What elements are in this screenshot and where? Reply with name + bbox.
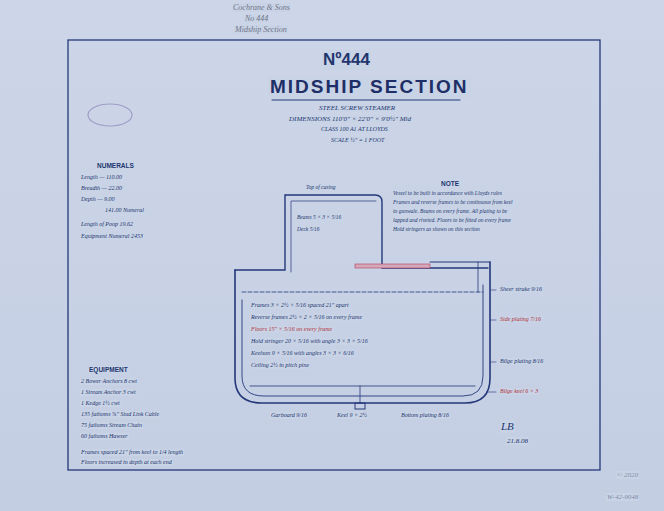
spec-note: Floors increased in depth at each end [80, 459, 173, 466]
leader-line [487, 392, 496, 393]
spec-note: 1 Kedge 1½ cwt [80, 400, 121, 407]
spec-note: SCALE ½" = 1 FOOT [330, 137, 385, 144]
spec-note: Frames 3 × 2½ × 5/16 spaced 21" apart [250, 302, 350, 309]
spec-note: Breadth — 22.00 [80, 185, 123, 192]
floor-line [250, 386, 475, 387]
title-underline [272, 99, 460, 100]
spec-note: Frames and reverse frames to be continuo… [392, 199, 514, 205]
spec-note: Sheer strake 9/16 [499, 286, 543, 293]
spec-note: Equipment Numeral 2453 [80, 233, 144, 240]
keelson [360, 386, 361, 403]
spec-note: Hold stringer 20 × 5/16 with angle 3 × 3… [250, 338, 369, 345]
spec-note: Length — 110.00 [80, 174, 123, 181]
spec-note: Side plating 7/16 [499, 316, 542, 323]
frame-line [242, 285, 483, 396]
spec-note: 1 Stream Anchor 3 cwt [80, 389, 137, 396]
spec-note: 141.00 Numeral [104, 207, 145, 214]
spec-note: lapped and riveted. Floors to be fitted … [392, 217, 512, 223]
pencil-note: Cochrane & Sons [232, 3, 291, 12]
watermark: © 2020 [616, 471, 639, 479]
spec-note: EQUIPMENT [88, 366, 129, 373]
spec-note: CLASS 100 A1 AT LLOYDS [320, 126, 389, 133]
stamp [88, 104, 132, 126]
casing-lining [291, 201, 376, 272]
spec-note: Depth — 9.00 [80, 196, 116, 203]
spec-note: Bottom plating 8/16 [400, 412, 450, 419]
spec-note: Hold stringers as shown on this section [392, 226, 481, 232]
drawing-number: Nº444 [322, 50, 371, 70]
outer-hull [235, 262, 490, 403]
spec-note: Keelson 9 × 5/16 with angles 3 × 3 × 6/1… [250, 350, 355, 357]
spec-note: Bilge plating 8/16 [499, 358, 544, 365]
sheet-title: MIDSHIP SECTION [268, 76, 471, 98]
spec-note: Keel 9 × 2½ [336, 412, 368, 419]
spec-note: Vessel to be built in accordance with Ll… [392, 190, 503, 196]
leader-line [491, 290, 496, 291]
spec-note: Garboard 9/16 [270, 412, 308, 419]
spec-note: NOTE [440, 180, 460, 187]
keel [355, 403, 365, 409]
spec-note: 60 fathoms Hawser [80, 433, 129, 440]
spec-note: Beams 5 × 3 × 5/16 [296, 214, 342, 220]
spec-note: STEEL SCREW STEAMER [318, 104, 396, 112]
leader-line [491, 362, 496, 363]
main-deck [242, 292, 483, 293]
spec-note: Top of casing [305, 184, 336, 190]
pencil-note: No 444 [244, 14, 269, 23]
spec-note: 2 Bower Anchors 8 cwt [80, 378, 138, 385]
spec-note: Length of Poop 19.62 [80, 221, 134, 228]
sheet-border [68, 40, 600, 470]
pencil-note: Midship Section [234, 25, 288, 34]
spec-note: 21.8.08 [506, 437, 529, 445]
leader-line [491, 320, 496, 321]
watermark: W-42-9048 [606, 493, 639, 501]
spec-note: Frames spaced 21" from keel to 1/4 lengt… [80, 449, 184, 456]
spec-note: Reverse frames 2½ × 2 × 5/16 on every fr… [250, 314, 363, 321]
deck-house [235, 195, 488, 270]
spec-note: Ceiling 2½ in pitch pine [250, 362, 310, 369]
spec-note: Floors 15" × 5/16 on every frame [250, 326, 333, 333]
spec-note: LB [500, 420, 515, 433]
spec-note: DIMENSIONS 110'0" × 22'0" × 9'0½" Mld [288, 115, 412, 123]
spec-note: Deck 5/16 [296, 226, 320, 232]
spec-note: to gunwale. Beams on every frame. All pl… [392, 208, 508, 214]
spec-note: 75 fathoms Stream Chain [80, 422, 143, 429]
spec-note: 135 fathoms ⅞" Stud Link Cable [80, 411, 160, 418]
spec-note: NUMERALS [96, 162, 135, 169]
rail [430, 262, 490, 263]
stanchion [478, 262, 479, 292]
hatch-coaming [355, 264, 430, 268]
spec-note: Bilge keel 6 × 3 [499, 388, 539, 395]
